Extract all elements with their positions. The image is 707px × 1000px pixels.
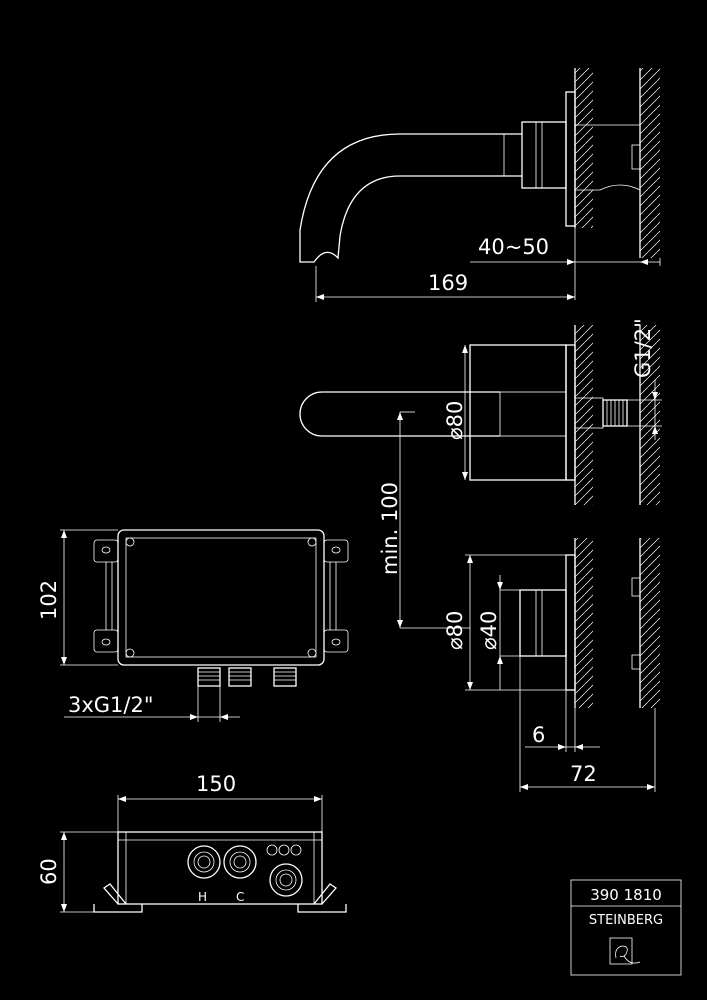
side-view: 40~50 169 [299,68,661,302]
connector-outlet [269,863,303,897]
spout-rosette [521,121,567,189]
dim-diameter-80-top: ⌀80 [443,401,467,440]
dim-wall-range: 40~50 [478,235,549,259]
wall-hatch-right [640,68,660,258]
dim-plate-thickness: 6 [532,723,545,747]
rosette-view: ⌀80 ⌀40 6 72 [443,538,660,792]
label-cold: C [236,890,244,904]
dim-box-width: 150 [196,772,236,796]
dim-spout-length: 169 [428,271,468,295]
brand-name: STEINBERG [589,913,663,928]
dim-box-height: 102 [37,580,61,620]
dim-diameter-80-bottom: ⌀80 [443,611,467,650]
dim-thread-outlet: G1/2" [631,318,655,378]
wall-plate [565,91,576,227]
title-block: 390 1810 STEINBERG [570,879,682,976]
dim-min-distance: min. 100 [378,482,402,575]
spout-top [299,391,500,437]
box-top-view: H C 150 60 [37,772,347,913]
label-hot: H [198,890,207,904]
dim-depth-72: 72 [570,762,597,786]
box-front-view: 102 3xG1/2" [37,529,349,722]
spout [299,133,522,263]
dim-box-connections: 3xG1/2" [68,693,154,717]
rosette-top [469,344,567,481]
rosette-front [519,589,567,657]
box-front [117,529,325,666]
wall-hatch-left [575,68,593,228]
connector-cold [223,845,257,879]
top-view: G1/2" ⌀80 min. 100 [299,318,662,629]
box-top [117,831,323,905]
dim-diameter-40: ⌀40 [477,611,501,650]
brand-logo-icon [609,937,641,965]
article-number: 390 1810 [590,886,662,904]
dim-box-depth: 60 [37,858,61,885]
connector-hot [187,845,221,879]
